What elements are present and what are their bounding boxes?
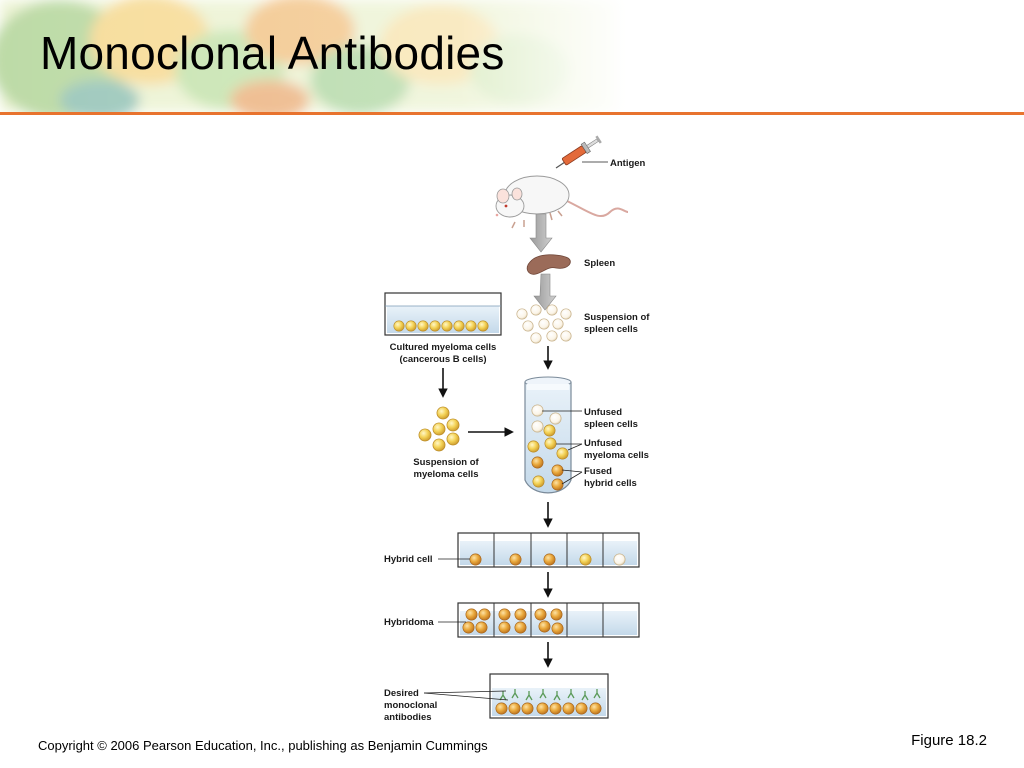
label-suspension-spleen-line2: spleen cells [584, 324, 638, 335]
label-hybridoma: Hybridoma [384, 617, 434, 628]
label-desired-line2: monoclonal [384, 700, 437, 711]
arrow-mouse-to-spleen [529, 213, 553, 253]
label-desired-line1: Desired [384, 688, 419, 699]
label-cultured-myeloma-line1: Cultured myeloma cells [390, 342, 497, 353]
myeloma-culture-dish [384, 292, 502, 336]
label-suspension-spleen-line1: Suspension of [584, 312, 650, 323]
label-unfused-myeloma-line2: myeloma cells [584, 450, 649, 461]
label-unfused-spleen-line1: Unfused [584, 407, 622, 418]
slide-title: Monoclonal Antibodies [40, 27, 505, 79]
arrow-spleen-to-suspension [533, 273, 557, 311]
label-unfused-myeloma-line1: Unfused [584, 438, 622, 449]
label-desired-line3: antibodies [384, 712, 432, 723]
label-suspension-myeloma-line1: Suspension of [413, 457, 479, 468]
myeloma-cell-suspension [418, 406, 460, 452]
spleen-cell-suspension [516, 304, 572, 344]
antibody-culture-dish [489, 673, 609, 719]
label-spleen: Spleen [584, 258, 615, 269]
title-banner-background [0, 0, 1024, 112]
mouse-icon [495, 175, 629, 229]
label-fused-hybrid-line1: Fused [584, 466, 612, 477]
label-unfused-spleen-line2: spleen cells [584, 419, 638, 430]
copyright-notice: Copyright © 2006 Pearson Education, Inc.… [38, 738, 488, 753]
label-cultured-myeloma-line2: (cancerous B cells) [399, 354, 486, 365]
fusion-test-tube [524, 376, 572, 494]
hybridoma-well-strip [457, 602, 640, 638]
syringe-icon [555, 135, 602, 169]
label-antigen: Antigen [610, 158, 646, 169]
label-hybrid-cell: Hybrid cell [384, 554, 433, 565]
figure-reference: Figure 18.2 [911, 732, 987, 749]
label-fused-hybrid-line2: hybrid cells [584, 478, 637, 489]
spleen-icon [526, 254, 571, 275]
title-underline-rule [0, 112, 1024, 115]
hybrid-cell-well-strip [457, 532, 640, 568]
label-suspension-myeloma-line2: myeloma cells [414, 469, 479, 480]
